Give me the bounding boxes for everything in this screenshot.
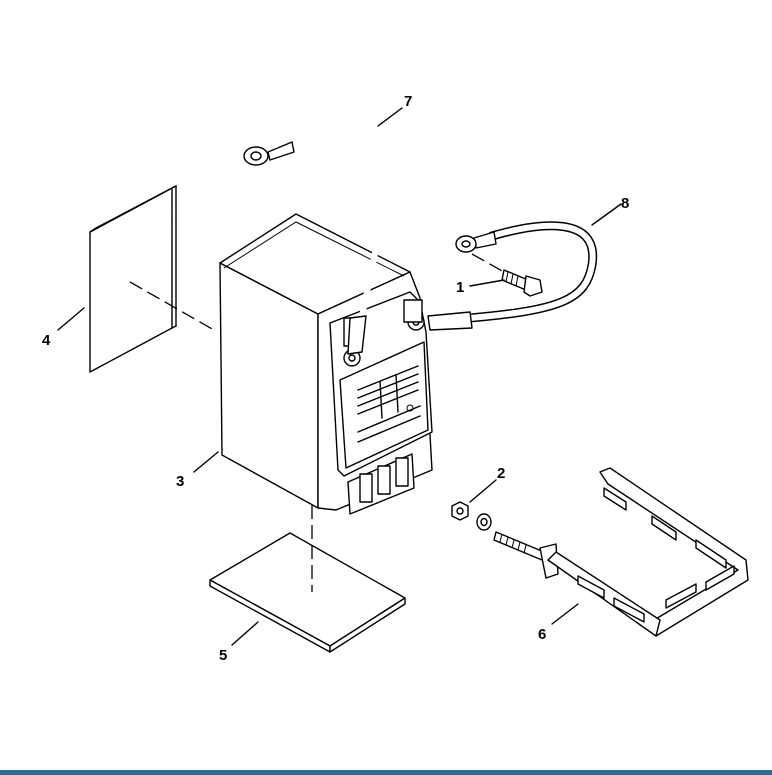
leader-lines xyxy=(57,107,622,646)
part-5-bottom-pad xyxy=(209,532,406,653)
part-7-cable xyxy=(243,126,389,355)
assembly-lines xyxy=(129,281,313,592)
part-6-bracket xyxy=(493,467,749,637)
callout-4: 4 xyxy=(42,332,51,349)
part-4-side-pad xyxy=(89,185,177,373)
callout-6: 6 xyxy=(538,626,546,643)
part-8-cable xyxy=(427,221,598,331)
callout-1: 1 xyxy=(456,279,464,296)
callout-7: 7 xyxy=(404,93,412,110)
part-1-bolt xyxy=(471,253,543,297)
callout-5: 5 xyxy=(219,647,227,664)
callout-8: 8 xyxy=(621,195,629,212)
part-2-nut-washer xyxy=(451,501,492,531)
footer-bar xyxy=(0,770,772,775)
callout-3: 3 xyxy=(176,473,184,490)
callout-2: 2 xyxy=(497,465,505,482)
